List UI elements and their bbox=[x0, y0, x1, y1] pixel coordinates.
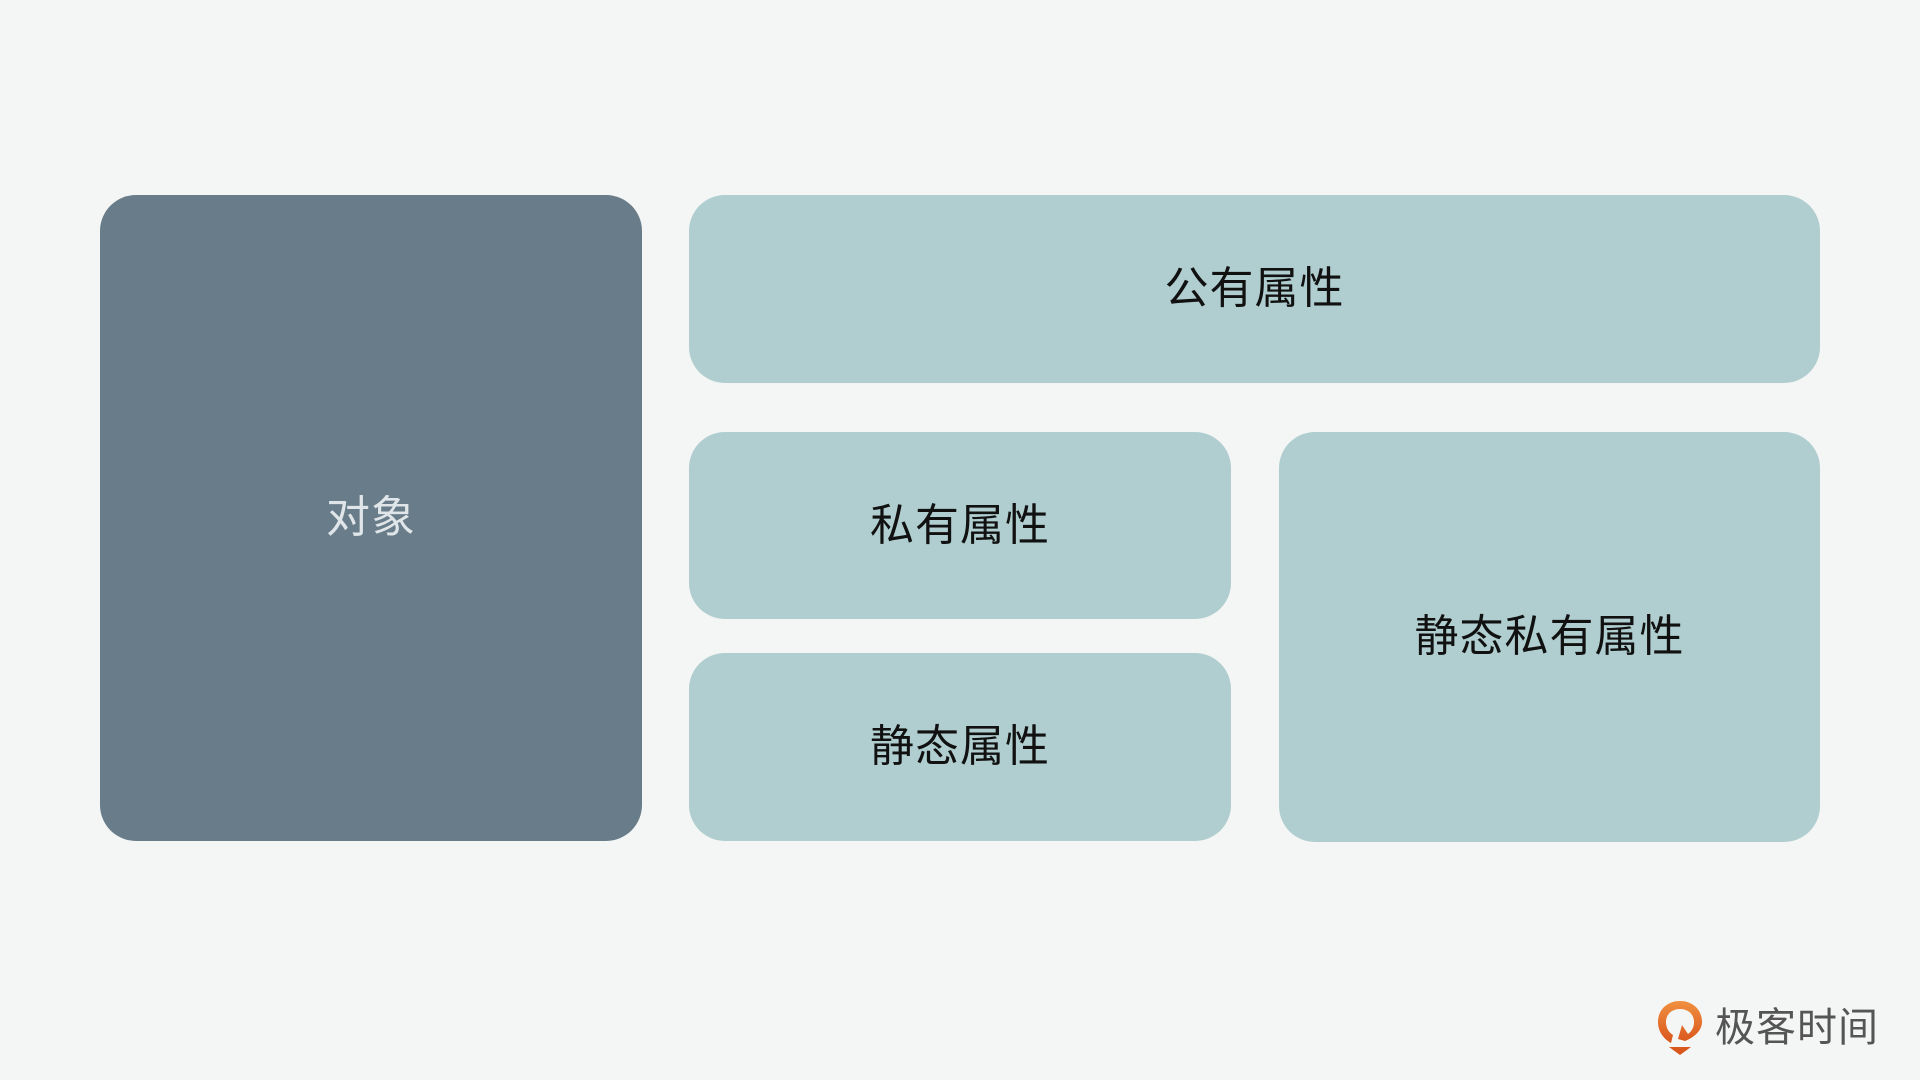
static-private-property-label: 静态私有属性 bbox=[1414, 611, 1685, 662]
geektime-logo: 极客时间 bbox=[1655, 998, 1879, 1058]
geektime-logo-icon bbox=[1658, 1001, 1702, 1055]
public-property-box: 公有属性 bbox=[689, 195, 1820, 383]
static-private-property-box: 静态私有属性 bbox=[1279, 432, 1820, 842]
static-property-box: 静态属性 bbox=[689, 653, 1231, 841]
geektime-logo-text: 极客时间 bbox=[1715, 1005, 1879, 1051]
public-property-label: 公有属性 bbox=[1164, 263, 1345, 314]
object-box: 对象 bbox=[100, 195, 642, 841]
private-property-box: 私有属性 bbox=[689, 432, 1231, 619]
object-label: 对象 bbox=[326, 492, 416, 543]
static-property-label: 静态属性 bbox=[870, 721, 1050, 772]
private-property-label: 私有属性 bbox=[870, 499, 1050, 551]
